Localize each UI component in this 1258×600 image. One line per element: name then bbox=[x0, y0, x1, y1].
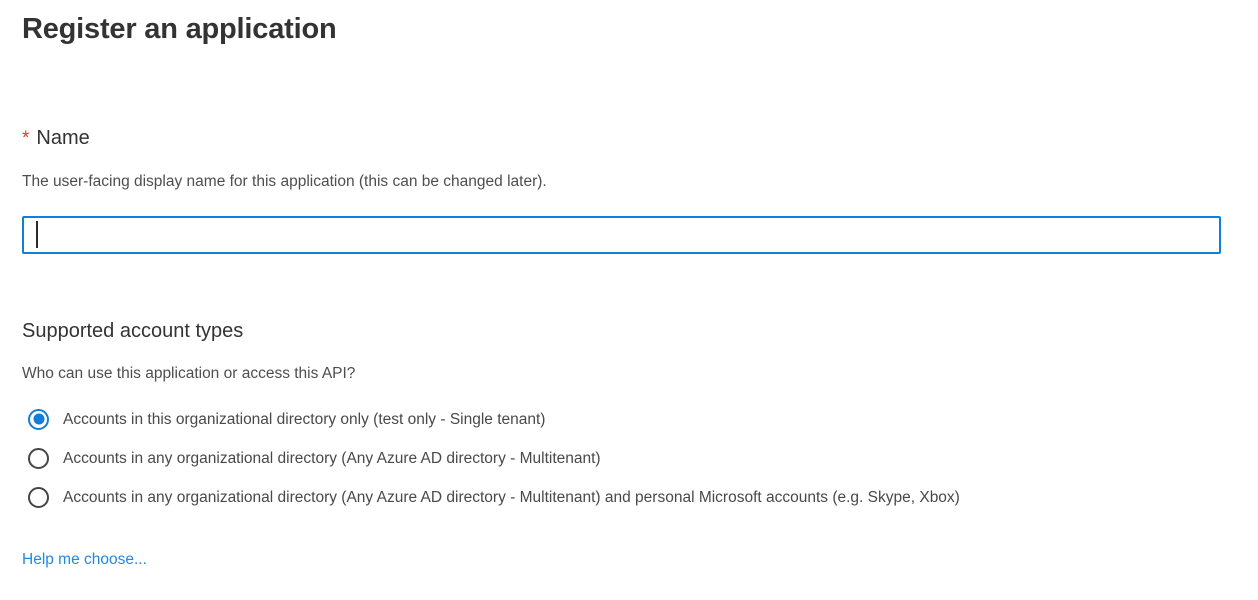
name-input-wrap bbox=[22, 216, 1221, 254]
radio-option-label: Accounts in any organizational directory… bbox=[63, 449, 601, 467]
name-input[interactable] bbox=[22, 216, 1221, 254]
radio-option-label: Accounts in any organizational directory… bbox=[63, 488, 960, 506]
radio-button-icon[interactable] bbox=[28, 408, 49, 430]
page-title: Register an application bbox=[22, 13, 337, 45]
radio-button-icon[interactable] bbox=[28, 447, 49, 469]
name-field-description: The user-facing display name for this ap… bbox=[22, 173, 547, 190]
radio-option-multitenant-personal[interactable]: Accounts in any organizational directory… bbox=[28, 485, 1258, 509]
help-me-choose-link[interactable]: Help me choose... bbox=[22, 551, 147, 568]
radio-button-icon[interactable] bbox=[28, 486, 49, 508]
radio-option-single-tenant[interactable]: Accounts in this organizational director… bbox=[28, 407, 1258, 431]
supported-account-types-question: Who can use this application or access t… bbox=[22, 365, 356, 382]
radio-option-label: Accounts in this organizational director… bbox=[63, 410, 546, 428]
name-field-label-row: * Name bbox=[22, 125, 1258, 152]
account-type-radio-group: Accounts in this organizational director… bbox=[22, 407, 1258, 509]
name-field-label: Name bbox=[36, 127, 90, 149]
supported-account-types-heading: Supported account types bbox=[22, 320, 244, 342]
radio-option-multitenant[interactable]: Accounts in any organizational directory… bbox=[28, 446, 1258, 470]
required-asterisk: * bbox=[22, 128, 30, 149]
